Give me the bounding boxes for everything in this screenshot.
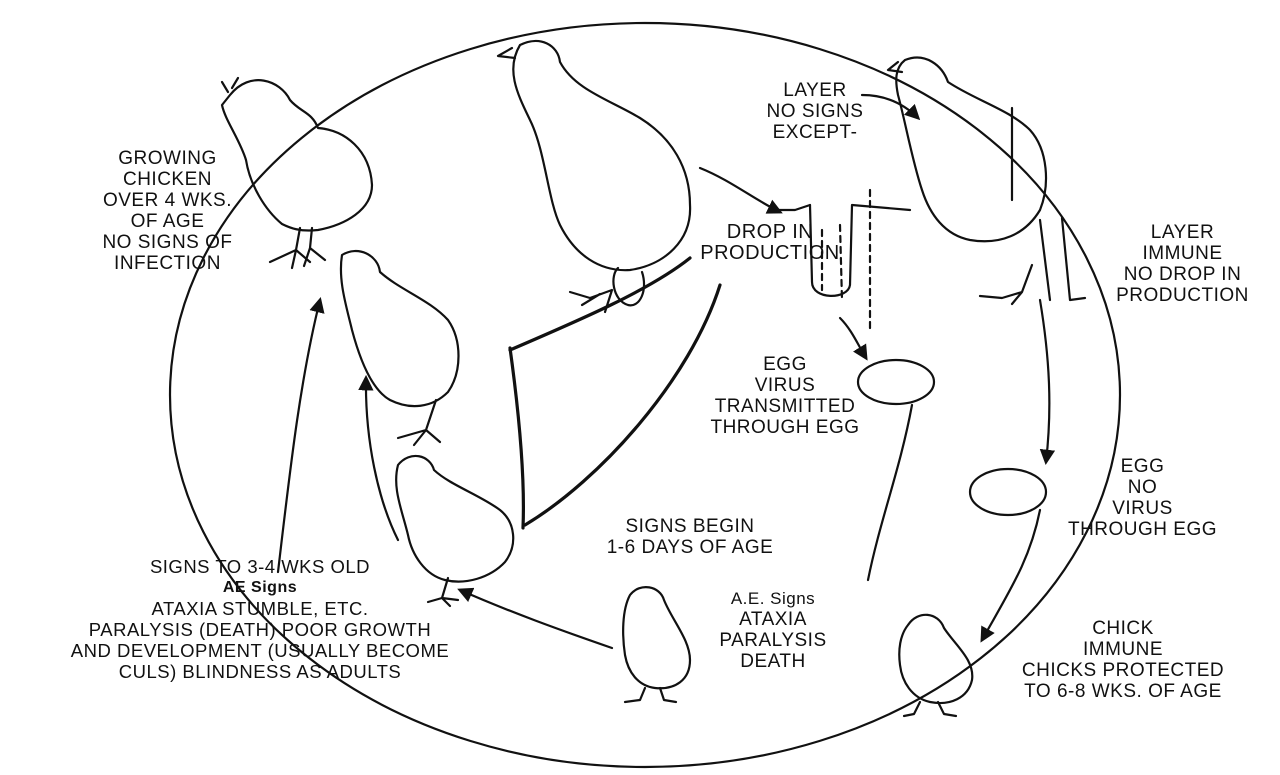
arrow-to-production-drop bbox=[700, 168, 780, 212]
line-layer-to-young-chicken bbox=[510, 258, 690, 350]
layer-no-signs-label: LAYER NO SIGNS EXCEPT- bbox=[730, 80, 900, 143]
signs-to-old-label: SIGNS TO 3-4 WKS OLD AE Signs ATAXIA STU… bbox=[0, 556, 520, 682]
line-pullet-bracket bbox=[510, 348, 523, 528]
young-chicken-illustration bbox=[341, 251, 459, 445]
layer-immune-label: LAYER IMMUNE NO DROP IN PRODUCTION bbox=[1095, 222, 1270, 306]
ae-signs-chick-label: A.E. Signs ATAXIA PARALYSIS DEATH bbox=[698, 588, 848, 672]
immune-chick-illustration bbox=[899, 615, 972, 716]
infected-layer-illustration bbox=[498, 41, 690, 312]
drop-in-production-label: DROP IN PRODUCTION bbox=[690, 222, 850, 264]
signs-begin-label: SIGNS BEGIN 1-6 DAYS OF AGE bbox=[590, 516, 790, 558]
arrow-to-infected-egg bbox=[840, 318, 866, 358]
chick-immune-label: CHICK IMMUNE CHICKS PROTECTED TO 6-8 WKS… bbox=[988, 618, 1258, 702]
growing-chicken-label: GROWING CHICKEN OVER 4 WKS. OF AGE NO SI… bbox=[75, 148, 260, 274]
sick-chick-illustration bbox=[623, 587, 690, 702]
immune-layer-illustration bbox=[888, 58, 1085, 304]
arrow-to-growing-chicken bbox=[278, 300, 320, 572]
egg-virus-label: EGG VIRUS TRANSMITTED THROUGH EGG bbox=[680, 354, 890, 438]
arrow-immune-layer-to-egg bbox=[1040, 300, 1049, 462]
egg-no-virus-label: EGG NO VIRUS THROUGH EGG bbox=[1055, 456, 1230, 540]
egg-without-virus-illustration bbox=[970, 469, 1046, 515]
